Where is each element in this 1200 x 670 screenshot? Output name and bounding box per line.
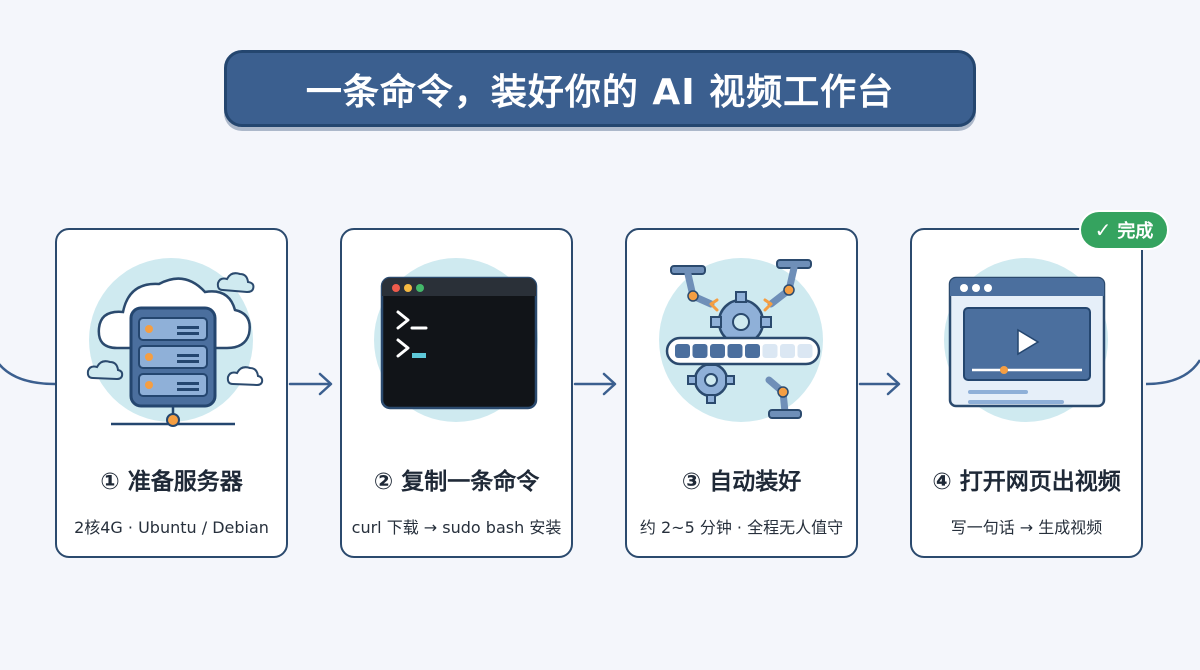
server-cloud-icon	[86, 258, 264, 427]
step-title: ④ 打开网页出视频	[932, 469, 1121, 495]
browser-video-player-icon	[944, 258, 1108, 422]
progress-segment-filled	[692, 344, 708, 358]
step-title: ① 准备服务器	[100, 469, 243, 495]
terminal-icon	[374, 258, 538, 422]
step-card-auto-install: ③ 自动装好 约 2~5 分钟 · 全程无人值守	[625, 228, 858, 558]
page-title: 一条命令，装好你的 AI 视频工作台	[305, 71, 895, 113]
progress-segment-filled	[710, 344, 725, 358]
progress-segment-empty	[780, 344, 795, 358]
progress-segment-empty	[762, 344, 778, 358]
step-card-copy-command: ② 复制一条命令 curl 下载 → sudo bash 安装	[340, 228, 573, 558]
done-badge-label: 完成	[1117, 221, 1154, 242]
arrow-2-to-3	[573, 372, 617, 396]
progress-segment-filled	[745, 344, 760, 358]
progress-bar	[675, 344, 813, 358]
step-title: ② 复制一条命令	[373, 469, 540, 495]
step-card-open-webpage: ④ 打开网页出视频 写一句话 → 生成视频	[910, 228, 1143, 558]
flow-line-right	[1145, 359, 1200, 386]
progress-segment-empty	[797, 344, 813, 358]
done-badge: ✓ 完成	[1079, 210, 1169, 250]
step-card-prepare-server: ① 准备服务器 2核4G · Ubuntu / Debian	[55, 228, 288, 558]
step-title: ③ 自动装好	[681, 469, 802, 495]
title-banner: 一条命令，装好你的 AI 视频工作台	[224, 50, 976, 127]
step-description: 2核4G · Ubuntu / Debian	[74, 518, 269, 537]
flow-line-left	[0, 363, 56, 386]
progress-segment-filled	[675, 344, 690, 358]
arrow-3-to-4	[858, 372, 901, 396]
step-description: 写一句话 → 生成视频	[950, 518, 1103, 537]
arrow-1-to-2	[288, 372, 333, 396]
step-description: curl 下载 → sudo bash 安装	[351, 518, 562, 537]
robot-arms-gear-progress-icon	[659, 258, 823, 422]
check-icon: ✓	[1094, 218, 1112, 242]
step-description: 约 2~5 分钟 · 全程无人值守	[639, 518, 844, 537]
progress-segment-filled	[727, 344, 743, 358]
